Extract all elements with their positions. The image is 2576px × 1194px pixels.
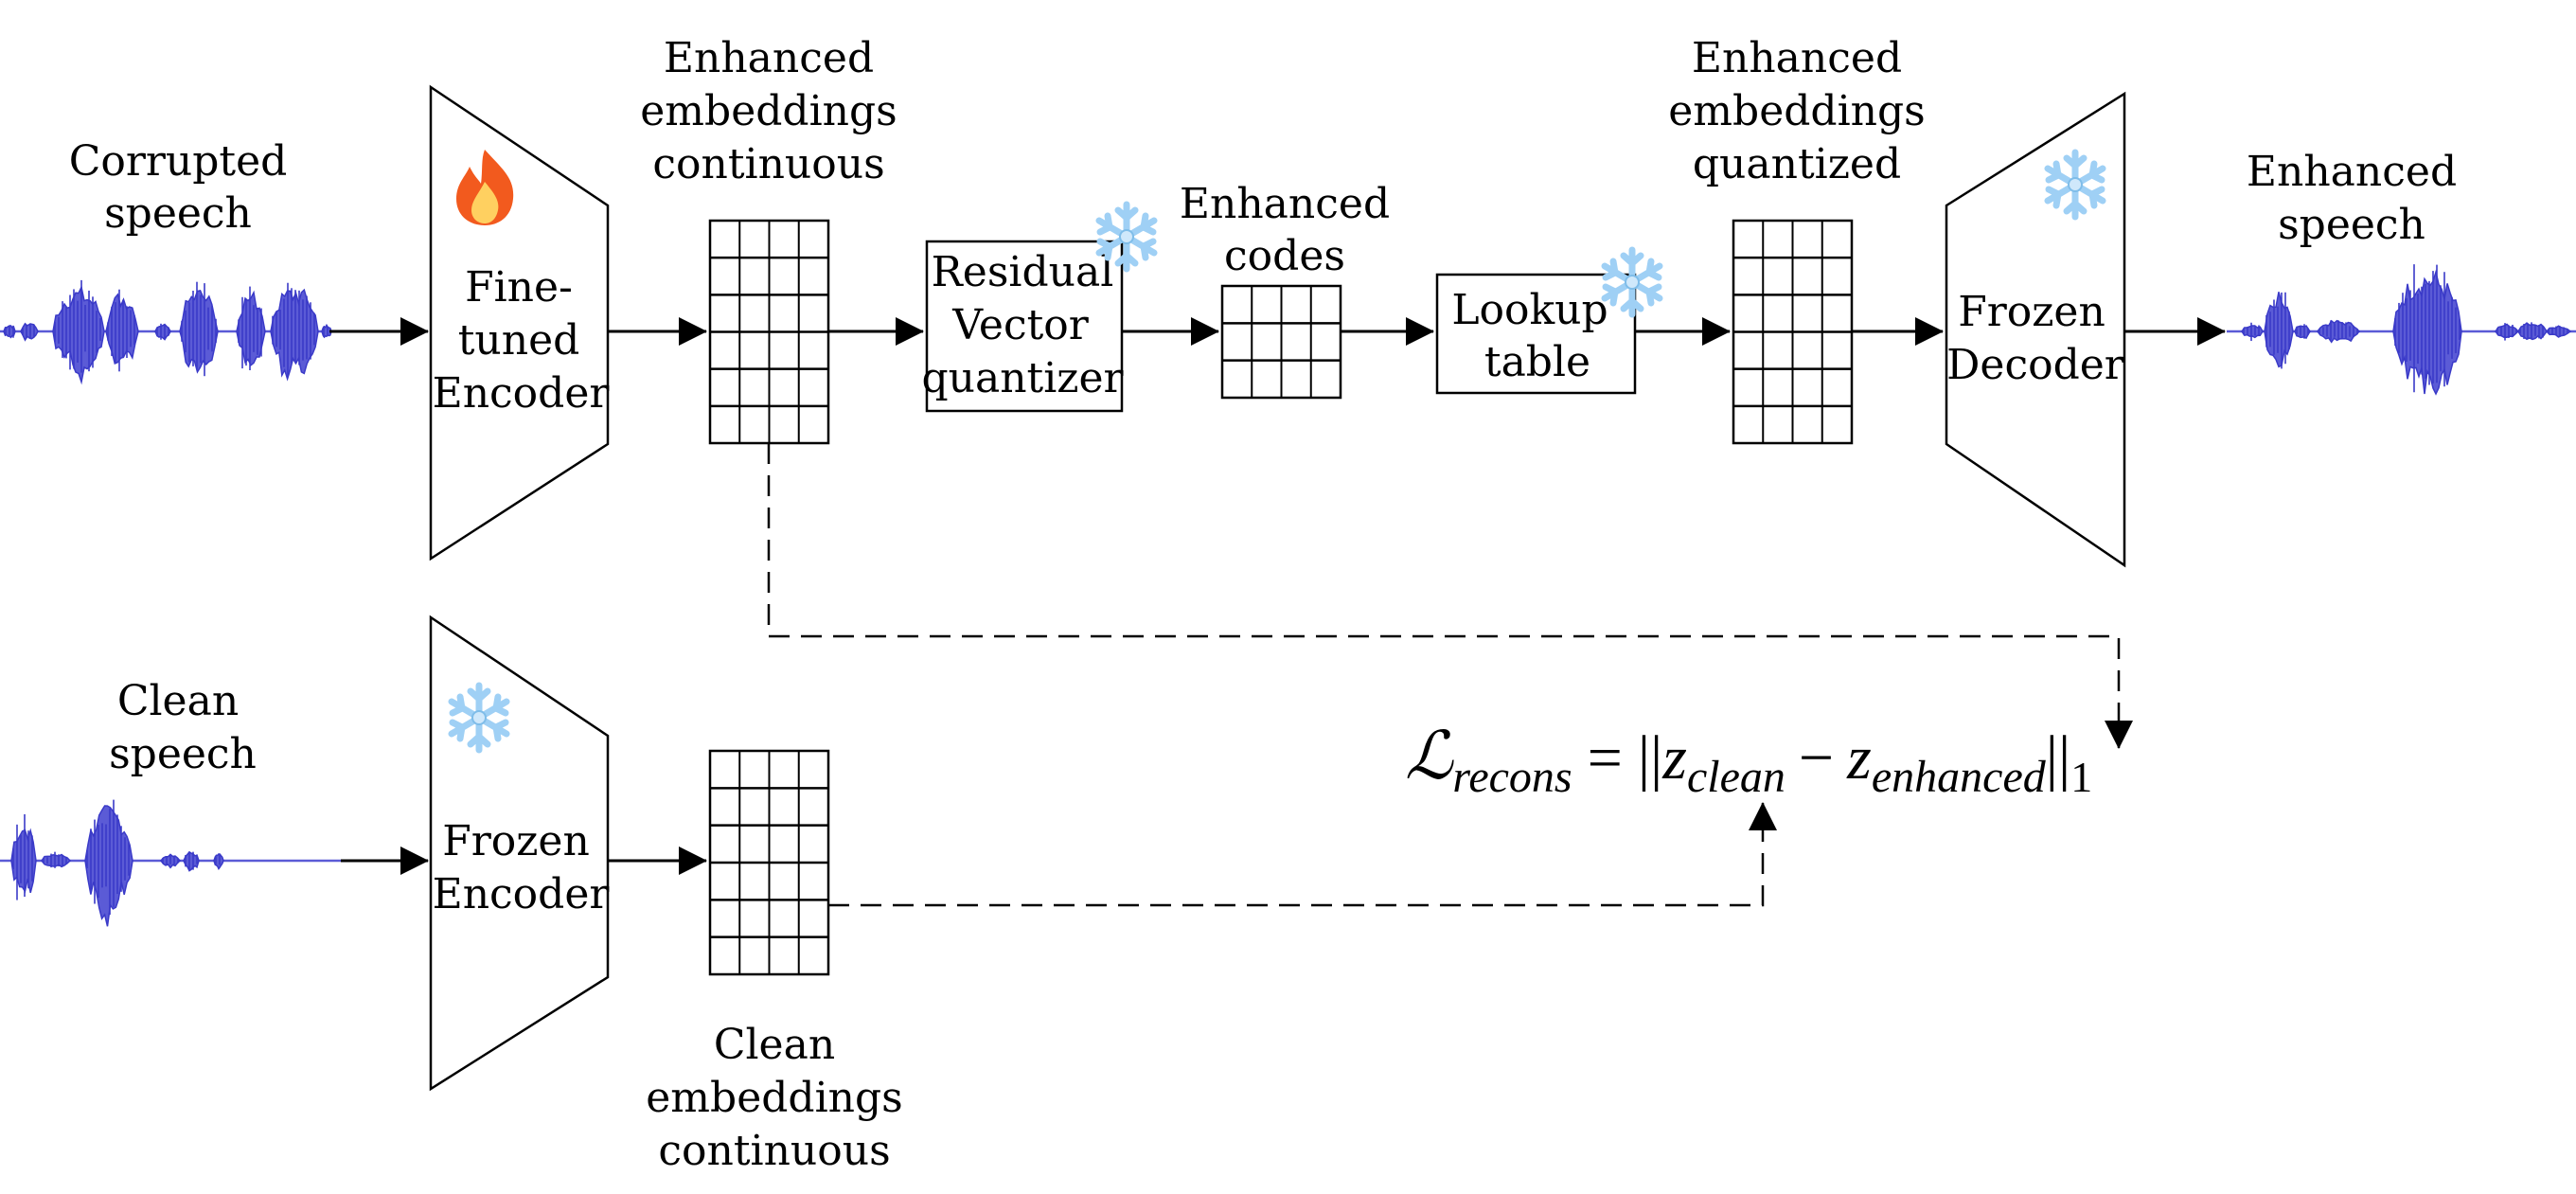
waveform-burst [105,293,139,365]
svg-text:speech: speech [2278,201,2425,249]
svg-text:continuous: continuous [658,1127,890,1175]
svg-text:Clean: Clean [117,677,239,725]
lookup-table-block [1435,273,1637,395]
svg-text:Enhanced: Enhanced [1180,180,1390,228]
svg-text:Vector: Vector [951,301,1090,349]
svg-text:Residual: Residual [932,248,1114,296]
frozen-decoder-label: Frozen Decoder [1946,288,2125,389]
loss-subscript: recons [1452,752,1572,802]
svg-text:Lookup: Lookup [1451,286,1608,334]
svg-text:embeddings: embeddings [646,1074,902,1122]
corrupted-speech-label: Corrupted speech [69,137,288,238]
corrupted-speech-waveform-icon [0,279,332,385]
svg-text:Encoder: Encoder [433,870,611,918]
clean-embeddings-continuous-label: Clean embeddings continuous [646,1021,902,1175]
dashed-arrow-enhanced-to-loss [767,443,2133,749]
enhanced-embeddings-continuous-grid [708,219,830,445]
lookup-table-label: Lookup table [1451,286,1608,386]
svg-text:ℒrecons=||zclean−zenhanced||1: ℒrecons=||zclean−zenhanced||1 [1405,721,2092,802]
svg-text:Fine-: Fine- [465,263,573,312]
clean-speech-waveform-icon [0,799,350,927]
waveform-burst [2495,323,2520,338]
svg-text:speech: speech [109,730,257,778]
svg-text:speech: speech [104,189,252,238]
clean-embeddings-continuous-grid [708,749,830,976]
svg-text:Corrupted: Corrupted [69,137,288,186]
svg-text:continuous: continuous [652,140,884,188]
svg-text:tuned: tuned [458,316,580,365]
svg-text:embeddings: embeddings [1668,87,1925,135]
reconstruction-loss-formula: ℒrecons=||zclean−zenhanced||1 [1405,721,2092,802]
finetuned-encoder-label: Fine- tuned Encoder [433,263,611,418]
svg-text:Enhanced: Enhanced [664,34,874,82]
snowflake-icon [1099,205,1154,269]
svg-text:Decoder: Decoder [1946,341,2125,389]
svg-text:Enhanced: Enhanced [1692,34,1902,82]
clean-speech-label: Clean speech [109,677,257,778]
enhanced-embeddings-quantized-label: Enhanced embeddings quantized [1668,34,1925,188]
svg-text:Frozen: Frozen [442,817,590,865]
svg-text:Frozen: Frozen [1958,288,2105,336]
svg-text:Encoder: Encoder [433,369,611,418]
enhanced-codes-label: Enhanced codes [1180,180,1390,280]
enhanced-embeddings-quantized-grid [1732,219,1854,445]
frozen-encoder-block [429,615,610,1092]
residual-vector-quantizer-block [925,240,1124,413]
svg-text:Clean: Clean [714,1021,835,1069]
svg-text:Enhanced: Enhanced [2247,148,2457,196]
enhanced-codes-grid [1220,284,1342,400]
enhanced-speech-label: Enhanced speech [2247,148,2457,249]
dashed-arrow-clean-to-loss [828,802,1777,907]
svg-text:embeddings: embeddings [640,87,897,135]
svg-text:table: table [1484,338,1590,386]
enhanced-speech-waveform-icon [2227,264,2576,396]
svg-text:codes: codes [1224,232,1345,280]
svg-text:quantizer: quantizer [921,354,1124,402]
loss-symbol: ℒ [1405,721,1454,793]
frozen-encoder-label: Frozen Encoder [433,817,611,918]
enhanced-embeddings-continuous-label: Enhanced embeddings continuous [640,34,897,188]
svg-text:quantized: quantized [1693,140,1901,188]
rvq-label: Residual Vector quantizer [921,248,1124,402]
